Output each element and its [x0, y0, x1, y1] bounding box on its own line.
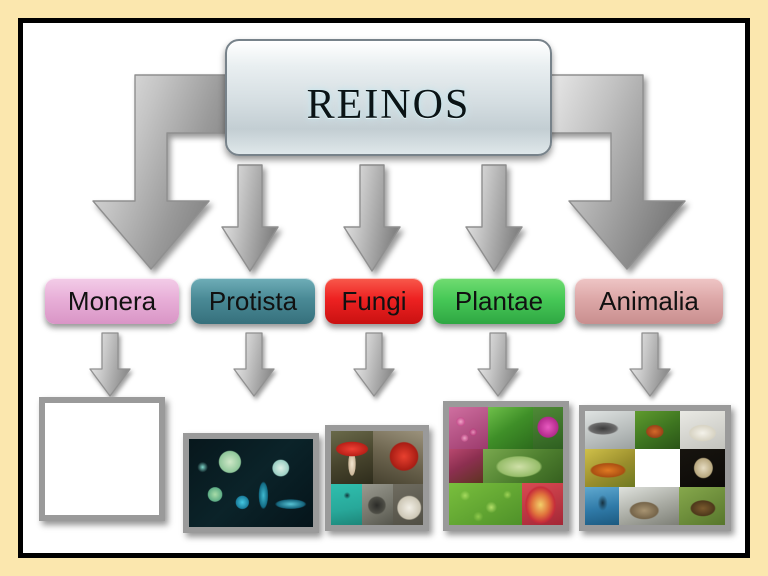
arrow-small-plantae [475, 331, 521, 399]
arrow-small-animalia [627, 331, 673, 399]
animalia-wolf-photo [618, 487, 679, 525]
page-title: REINOS [306, 64, 471, 131]
kingdom-label-plantae: Plantae [454, 286, 544, 316]
kingdom-box-fungi[interactable]: Fungi [325, 278, 423, 324]
fungi-amanita-photo [331, 431, 374, 484]
arrow-small-fungi [351, 331, 397, 399]
monera-bacteria-art [45, 403, 159, 515]
kingdom-label-protista: Protista [208, 286, 298, 316]
fungi-dish-photo [392, 483, 423, 525]
arrow-big-protista [219, 163, 281, 275]
plantae-red-leaf-photo [449, 449, 484, 483]
animalia-whale-photo [585, 487, 619, 525]
diagram-canvas: REINOS [23, 23, 745, 553]
title-box: REINOS [225, 39, 552, 156]
animalia-polar-bear-photo [680, 411, 725, 449]
fungi-cup-photo [373, 431, 423, 484]
fungi-mold-photo [331, 483, 363, 525]
arrow-big-plantae [463, 163, 525, 275]
kingdom-label-monera: Monera [67, 286, 157, 316]
image-protista-diatoms-micrograph [183, 433, 319, 533]
plantae-foliage-photo [487, 407, 534, 450]
arrow-elbow-animalia [541, 69, 703, 279]
image-monera-bacteria-micrograph [39, 397, 165, 521]
animalia-dog-photo [680, 448, 725, 488]
image-animalia-collage [579, 405, 731, 531]
kingdom-box-monera[interactable]: Monera [45, 278, 179, 324]
plantae-big-leaves-photo [483, 449, 563, 483]
plantae-red-bloom-photo [521, 482, 563, 525]
animalia-cat-photo [585, 411, 636, 449]
plantae-pink-flowers-photo [449, 407, 488, 450]
kingdom-label-animalia: Animalia [599, 286, 699, 316]
kingdom-box-protista[interactable]: Protista [191, 278, 315, 324]
animalia-bear-photo [678, 487, 725, 525]
kingdom-box-animalia[interactable]: Animalia [575, 278, 723, 324]
plantae-moss-photo [449, 482, 522, 525]
protista-diatoms-art [189, 439, 313, 527]
slide-frame: REINOS [18, 18, 750, 558]
plantae-magenta-bloom-photo [533, 407, 563, 450]
arrow-small-monera [87, 331, 133, 399]
animalia-collage-art [585, 411, 725, 525]
image-fungi-collage [325, 425, 429, 531]
image-plantae-collage [443, 401, 569, 531]
arrow-small-protista [231, 331, 277, 399]
arrow-big-fungi [341, 163, 403, 275]
kingdom-box-plantae[interactable]: Plantae [433, 278, 565, 324]
fungi-spore-photo [362, 483, 393, 525]
plantae-collage-art [449, 407, 563, 525]
arrow-elbow-monera [75, 69, 235, 279]
kingdom-label-fungi: Fungi [341, 286, 407, 316]
animalia-lion-cub-photo [635, 449, 680, 488]
fungi-collage-art [331, 431, 423, 525]
animalia-fox-photo [635, 411, 681, 449]
animalia-horse-photo [585, 448, 636, 488]
